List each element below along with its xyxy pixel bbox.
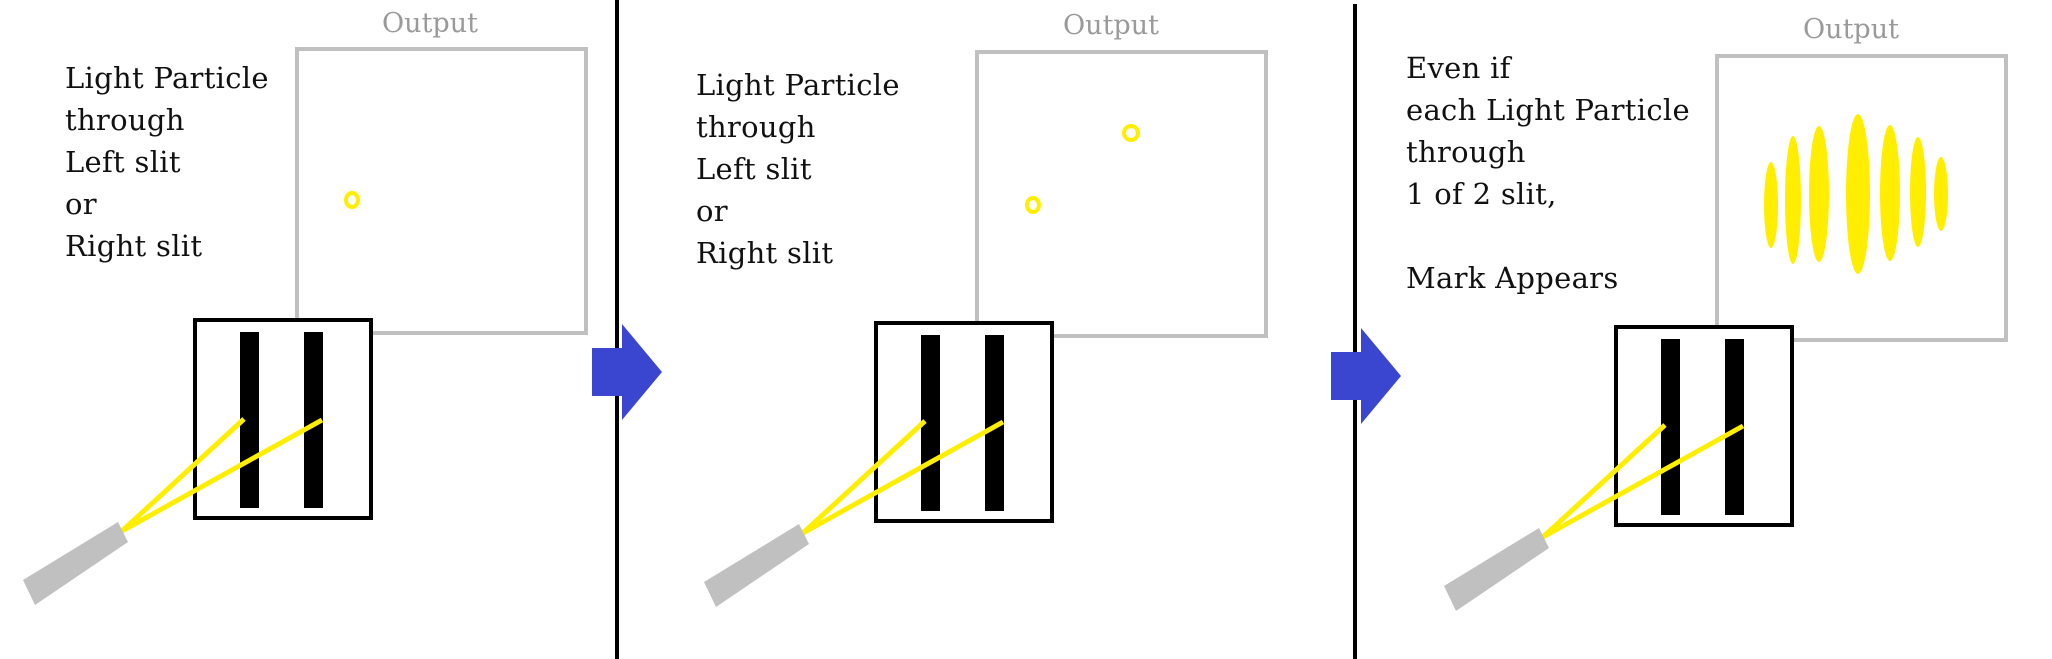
beam-right bbox=[120, 417, 324, 534]
output-screen bbox=[975, 50, 1268, 338]
beam-right bbox=[1541, 423, 1745, 540]
beam-left bbox=[1541, 423, 1667, 539]
text-line: Left slit bbox=[696, 152, 812, 186]
panel-2: Output Light Particle through Left slit … bbox=[696, 10, 1268, 607]
beam-left bbox=[801, 419, 927, 535]
right-slit bbox=[985, 335, 1004, 511]
beam-right bbox=[801, 419, 1005, 536]
particle-mark bbox=[1025, 196, 1041, 214]
panel-text: Even if each Light Particle through 1 of… bbox=[1406, 51, 1699, 295]
interference-fringe bbox=[1764, 162, 1778, 248]
panel-3: Output Even if each Light Particle throu… bbox=[1406, 14, 2008, 611]
text-line: Light Particle bbox=[65, 61, 269, 95]
text-line: Mark Appears bbox=[1406, 261, 1619, 295]
output-label: Output bbox=[1803, 14, 1899, 45]
interference-fringe bbox=[1785, 136, 1801, 264]
light-source-icon bbox=[1444, 528, 1549, 611]
panel-1: Output Light Particle through Left slit … bbox=[23, 8, 588, 605]
light-source-icon bbox=[23, 522, 128, 605]
text-line: Left slit bbox=[65, 145, 181, 179]
double-slit-plate bbox=[1614, 325, 1794, 527]
output-screen bbox=[295, 47, 588, 335]
interference-fringe bbox=[1880, 125, 1900, 261]
interference-fringe bbox=[1934, 157, 1948, 231]
panel-text: Light Particle through Left slit or Righ… bbox=[696, 68, 909, 270]
particle-mark bbox=[1122, 124, 1140, 142]
text-line: Light Particle bbox=[696, 68, 900, 102]
double-slit-plate bbox=[874, 321, 1054, 523]
panel-text: Light Particle through Left slit or Righ… bbox=[65, 61, 278, 263]
light-source-icon bbox=[704, 524, 809, 607]
output-label: Output bbox=[382, 8, 478, 39]
text-line: or bbox=[696, 194, 728, 228]
particle-mark bbox=[344, 191, 360, 209]
interference-pattern bbox=[1764, 114, 1948, 274]
beam-left bbox=[120, 417, 246, 533]
text-line: Right slit bbox=[65, 229, 202, 263]
text-line: through bbox=[1406, 135, 1526, 169]
right-arrow-icon bbox=[592, 324, 662, 420]
interference-fringe bbox=[1809, 126, 1829, 262]
text-line: or bbox=[65, 187, 97, 221]
interference-fringe bbox=[1910, 137, 1926, 247]
right-slit bbox=[1725, 339, 1744, 515]
text-line: 1 of 2 slit, bbox=[1406, 177, 1557, 211]
text-line: through bbox=[696, 110, 816, 144]
text-line: through bbox=[65, 103, 185, 137]
double-slit-plate bbox=[193, 318, 373, 520]
output-label: Output bbox=[1063, 10, 1159, 41]
right-arrow-icon bbox=[1331, 328, 1401, 424]
right-slit bbox=[304, 332, 323, 508]
output-screen bbox=[1715, 54, 2008, 342]
interference-fringe bbox=[1846, 114, 1870, 274]
text-line: each Light Particle bbox=[1406, 93, 1690, 127]
text-line: Right slit bbox=[696, 236, 833, 270]
text-line: Even if bbox=[1406, 51, 1513, 85]
